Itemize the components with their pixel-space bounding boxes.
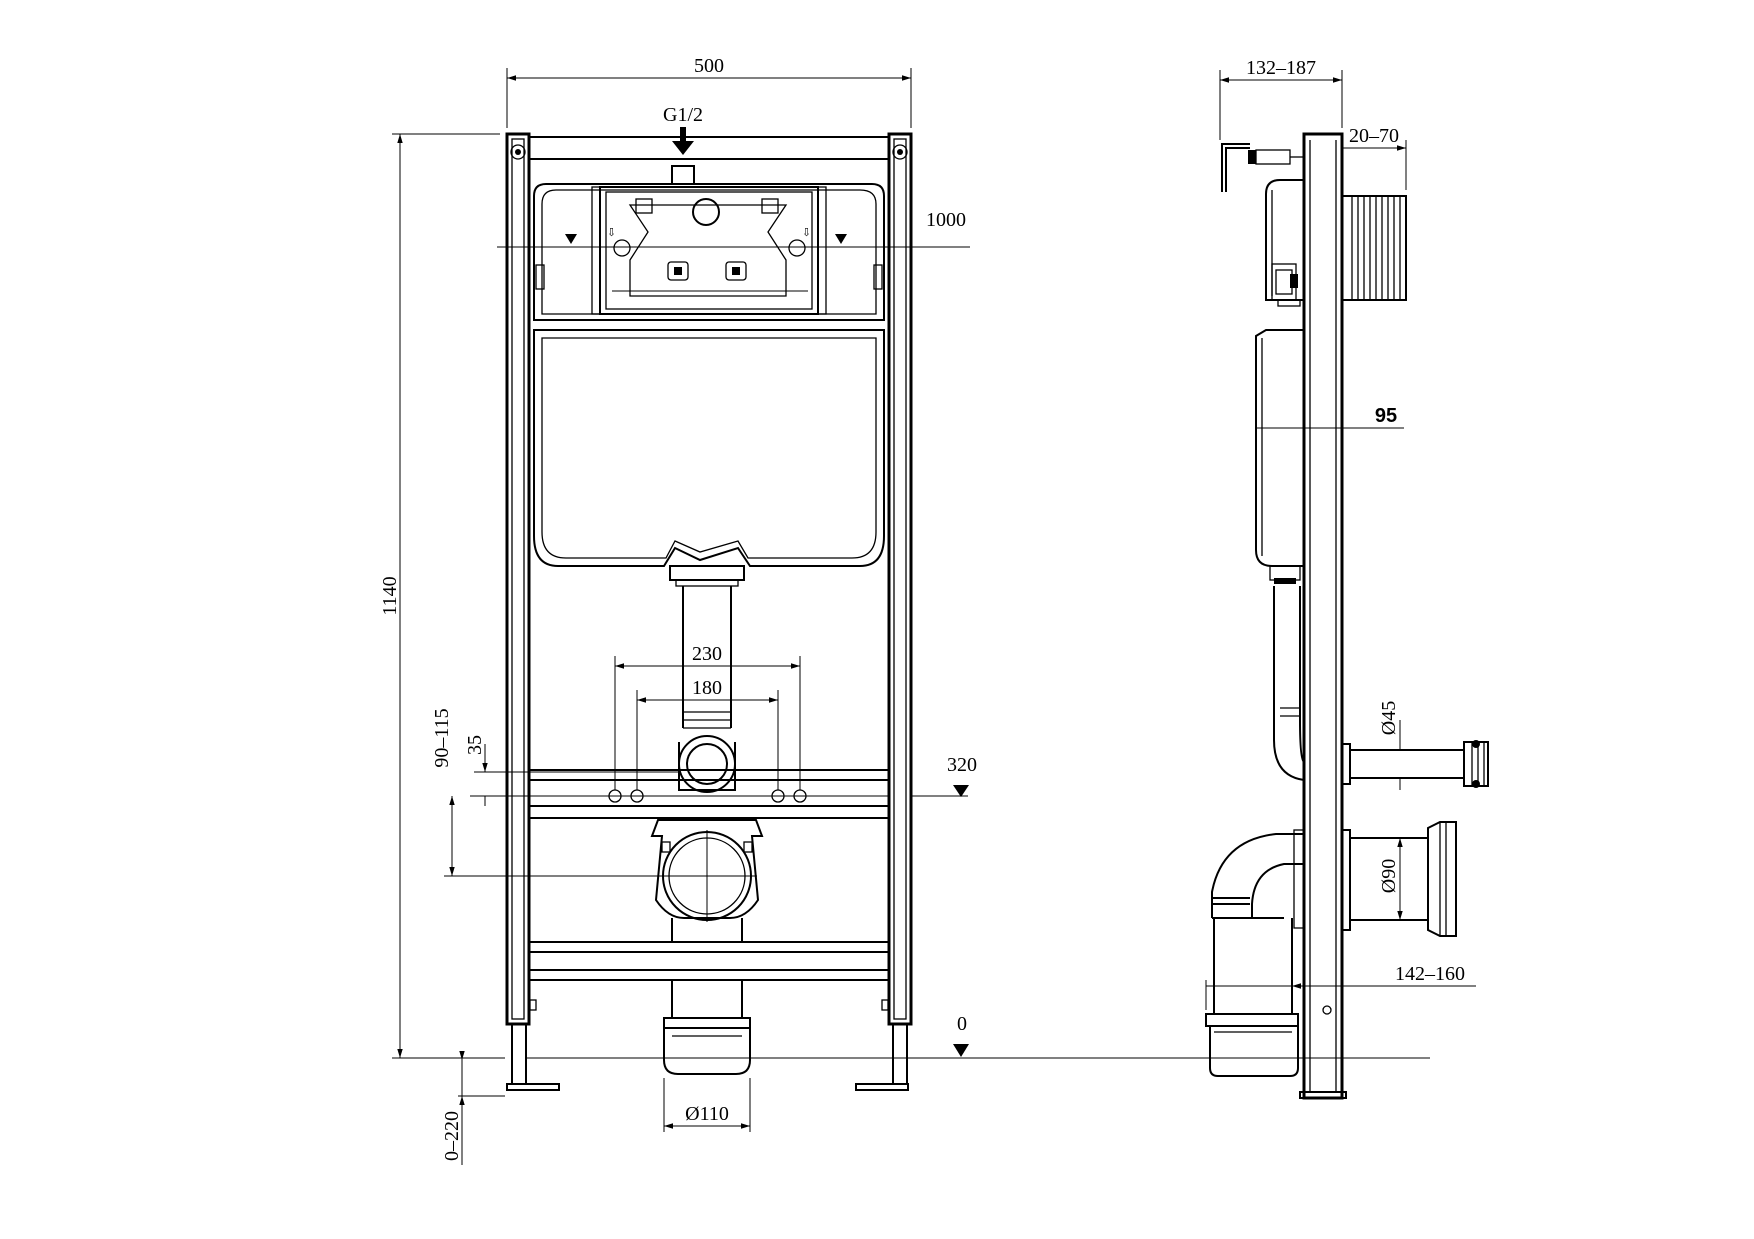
dim-actuator-1000: 1000 [497, 209, 970, 248]
side-foot [1299, 1091, 1347, 1099]
side-supply-pipe [1341, 740, 1489, 788]
front-view: ⇩ ⇩ [379, 55, 1430, 1165]
dim-drain-90: Ø90 [1378, 838, 1403, 920]
projection-label: 142–160 [1395, 963, 1465, 985]
level-320-label: 320 [947, 754, 977, 776]
side-cistern-upper [1265, 179, 1304, 307]
water-inlet [668, 127, 698, 185]
svg-text:⇩: ⇩ [607, 227, 616, 239]
supply-diameter-label: Ø45 [1378, 701, 1400, 735]
drain-bend [650, 819, 764, 942]
inlet-label: G1/2 [663, 104, 703, 126]
wall-label: 20–70 [1349, 125, 1399, 147]
dim-drain-offset: 90–115 [431, 708, 662, 877]
inner-spacing-label: 180 [692, 677, 722, 699]
drain-diameter-label: Ø110 [685, 1103, 729, 1125]
dim-offset-35: 35 [464, 735, 889, 806]
dim-supply-45: Ø45 [1378, 701, 1401, 790]
side-drain-connector [1341, 821, 1457, 937]
svg-text:⇩: ⇩ [802, 227, 811, 239]
side-flush-pipe [1273, 586, 1305, 781]
cistern-tank [533, 329, 885, 587]
dim-depth-132-187: 132–187 [1219, 57, 1343, 140]
dim-height-1140: 1140 [379, 133, 505, 1059]
dim-drain-110: Ø110 [663, 1078, 751, 1132]
width-label: 500 [694, 55, 724, 77]
drain-diameter-label: Ø90 [1378, 859, 1400, 893]
top-crossbar [528, 136, 890, 160]
dim-spacing-230: 230 [614, 643, 801, 790]
foot-label: 0–220 [441, 1111, 463, 1161]
level-320: 320 [911, 754, 977, 797]
floor-line: 0 [392, 1013, 1430, 1059]
level-0-label: 0 [957, 1013, 967, 1035]
mounting-rail [528, 769, 890, 819]
dim-spacing-180: 180 [636, 677, 779, 790]
side-drain-elbow [1205, 829, 1305, 1077]
dim-width-500: 500 [506, 55, 912, 128]
dim-wall-20-70: 20–70 [1342, 125, 1407, 190]
drain-spigot [663, 980, 751, 1075]
frame-feet [506, 999, 909, 1091]
side-actuator-grille [1341, 195, 1407, 301]
outer-spacing-label: 230 [692, 643, 722, 665]
height-label: 1140 [379, 576, 401, 615]
flush-pipe [678, 586, 736, 793]
dim-cistern-95: 95 [1256, 405, 1404, 429]
bottom-crossbars [528, 941, 890, 981]
side-frame [1302, 132, 1344, 1100]
cistern-upper: ⇩ ⇩ [533, 183, 885, 321]
dim-projection-142-160: 142–160 [1205, 963, 1476, 1010]
offset-35-label: 35 [464, 735, 486, 755]
side-cistern-tank [1255, 329, 1304, 584]
actuator-height-label: 1000 [926, 209, 966, 231]
side-top-bracket [1221, 143, 1304, 192]
depth-label: 132–187 [1246, 57, 1316, 79]
dim-foot-adjust: 0–220 [441, 1051, 505, 1165]
cistern-label: 95 [1375, 405, 1397, 427]
side-view: 132–187 20–70 95 Ø45 Ø90 142–160 [1205, 57, 1489, 1100]
drain-offset-label: 90–115 [431, 708, 453, 767]
